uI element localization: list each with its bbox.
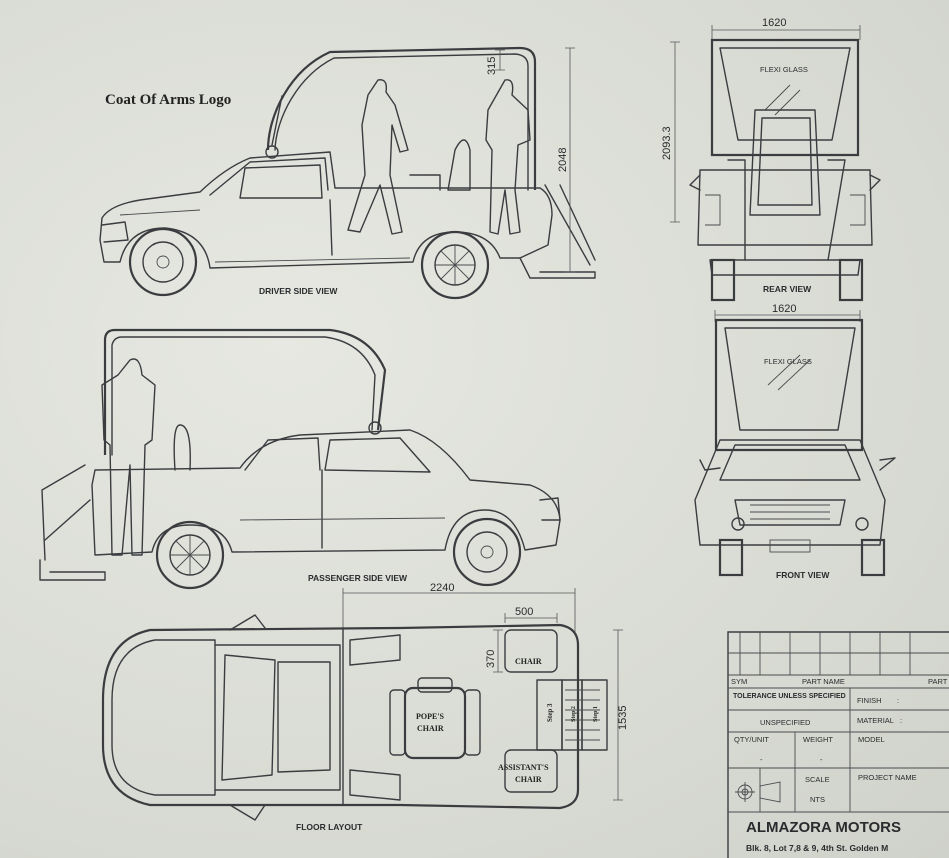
tb-finish: FINISH <box>857 696 882 705</box>
tb-qty-unit: QTY/UNIT <box>734 735 769 744</box>
assistants-chair-label-2: CHAIR <box>515 775 542 784</box>
tb-project-name: PROJECT NAME <box>858 773 917 782</box>
tb-scale-val: NTS <box>810 795 825 804</box>
popes-chair-label-2: CHAIR <box>417 724 444 733</box>
dim-total-height: 2048 <box>557 148 569 172</box>
flexi-glass-rear-label: FLEXI GLASS <box>760 65 808 74</box>
floor-layout-label: FLOOR LAYOUT <box>296 822 363 832</box>
front-view <box>694 310 896 577</box>
dim-chair-width: 500 <box>515 606 533 618</box>
popes-chair-label-1: POPE'S <box>416 712 445 721</box>
tb-part-no: PART <box>928 677 948 686</box>
step-2-label: Step 2 <box>571 706 577 722</box>
step-3-label: Step 3 <box>546 703 554 722</box>
passenger-side-view <box>39 328 561 590</box>
tb-tolerance: TOLERANCE UNLESS SPECIFIED <box>733 693 846 700</box>
tb-company-name: ALMAZORA MOTORS <box>746 819 901 836</box>
dim-rear-width: 1620 <box>762 17 786 29</box>
tb-material: MATERIAL <box>857 716 894 725</box>
rear-view-label: REAR VIEW <box>763 284 812 294</box>
title-block <box>727 631 949 858</box>
tb-weight-val: - <box>820 755 823 764</box>
driver-side-view-label: DRIVER SIDE VIEW <box>259 286 338 296</box>
dim-canopy-height: 315 <box>486 57 498 75</box>
front-view-label: FRONT VIEW <box>776 570 830 580</box>
tb-finish-colon: : <box>897 696 899 705</box>
tb-address: Blk. 8, Lot 7,8 & 9, 4th St. Golden M <box>746 843 888 853</box>
chair-label: CHAIR <box>515 657 542 666</box>
dim-rear-height: 2093.3 <box>661 126 673 160</box>
tb-weight: WEIGHT <box>803 735 833 744</box>
coat-of-arms-callout: Coat Of Arms Logo <box>105 92 231 108</box>
tb-qty-val: - <box>760 755 763 764</box>
tb-model: MODEL <box>858 735 885 744</box>
tb-scale: SCALE <box>805 775 830 784</box>
tb-material-colon: : <box>900 716 902 725</box>
dim-chair-depth: 370 <box>485 650 497 668</box>
driver-side-view <box>99 46 596 300</box>
tb-part-name: PART NAME <box>802 677 845 686</box>
assistants-chair-label-1: ASSISTANT'S <box>498 763 549 772</box>
projection-symbol-icon <box>735 781 781 803</box>
tb-sym: SYM <box>731 677 747 686</box>
tb-unspecified: UNSPECIFIED <box>760 718 811 727</box>
rear-view <box>670 25 881 302</box>
passenger-side-view-label: PASSENGER SIDE VIEW <box>308 573 408 583</box>
dim-floor-width: 1535 <box>617 706 629 730</box>
step-1-label: Step 1 <box>593 706 599 722</box>
dim-front-width: 1620 <box>772 303 796 315</box>
floor-layout <box>101 588 623 821</box>
dim-floor-length: 2240 <box>430 582 454 594</box>
flexi-glass-front-label: FLEXI GLASS <box>764 357 812 366</box>
